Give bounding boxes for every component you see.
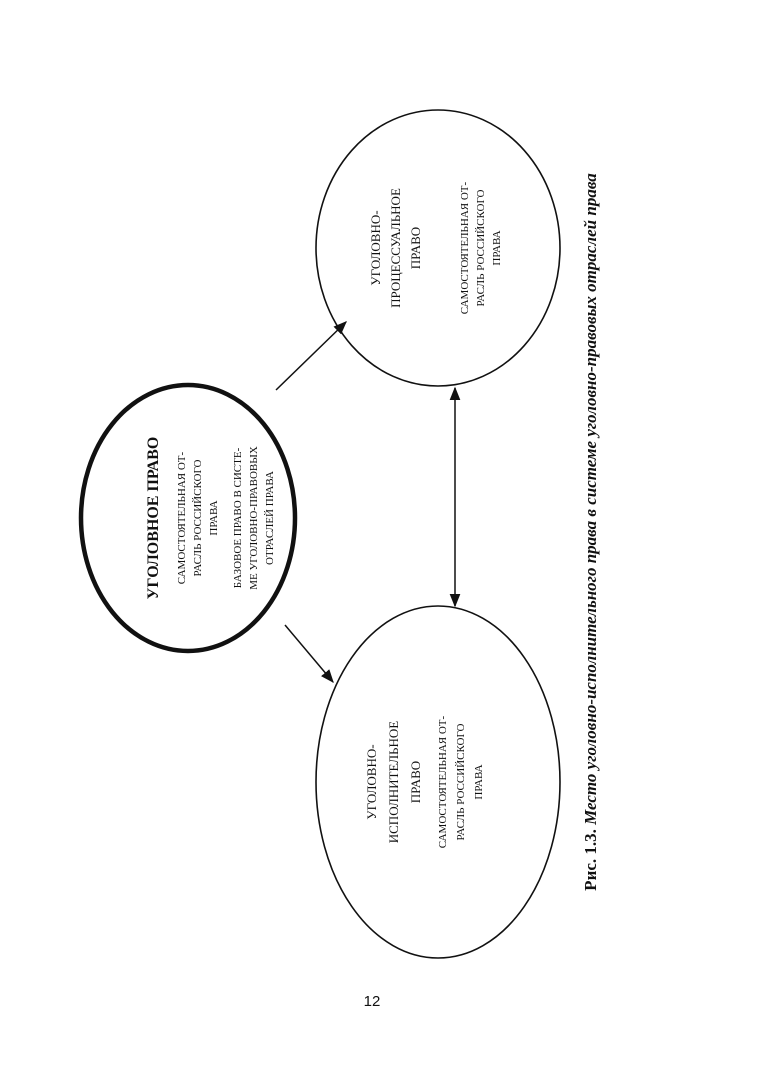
page-number: 12 <box>364 993 381 1010</box>
node-procedural-law-title: ПРОЦЕССУАЛЬНОЕ <box>388 188 403 308</box>
node-procedural-law-title: ПРАВО <box>408 227 423 269</box>
node-criminal-law-circle <box>78 382 298 654</box>
node-procedural-law-desc: САМОСТОЯТЕЛЬНАЯ ОТ- <box>459 181 471 314</box>
node-executive-law-title: УГОЛОВНО- <box>364 744 379 819</box>
node-procedural-law-title: УГОЛОВНО- <box>368 210 383 285</box>
node-procedural-law-circle <box>315 109 561 387</box>
node-criminal-law-desc: МЕ УГОЛОВНО-ПРАВОВЫХ <box>248 446 260 590</box>
node-criminal-law-desc: РАСЛЬ РОССИЙСКОГО <box>192 459 204 576</box>
node-procedural-law-desc: ПРАВА <box>491 230 503 265</box>
node-executive-law-desc: САМОСТОЯТЕЛЬНАЯ ОТ- <box>437 715 449 848</box>
node-executive-law-title: ПРАВО <box>408 761 423 803</box>
node-criminal-law-title: УГОЛОВНОЕ ПРАВО <box>145 437 162 600</box>
node-criminal-law-desc: БАЗОВОЕ ПРАВО В СИСТЕ- <box>232 447 244 588</box>
figure-caption-text: Место уголовно-исполнительного права в с… <box>581 173 600 826</box>
node-executive-law-desc: ПРАВА <box>473 764 485 799</box>
node-procedural-law-desc: РАСЛЬ РОССИЙСКОГО <box>475 189 487 306</box>
node-criminal-law-desc: ПРАВА <box>208 500 220 535</box>
node-executive-law-title: ИСПОЛНИТЕЛЬНОЕ <box>386 721 401 844</box>
node-executive-law-desc: РАСЛЬ РОССИЙСКОГО <box>455 723 467 840</box>
arrow-to-executive <box>284 624 334 684</box>
arrow-to-procedural <box>275 321 347 391</box>
node-criminal-law-desc: ОТРАСЛЕЙ ПРАВА <box>264 471 276 565</box>
node-executive-law-circle <box>315 605 561 959</box>
figure-caption-label: Рис. 1.3. <box>581 825 600 891</box>
node-criminal-law-desc: САМОСТОЯТЕЛЬНАЯ ОТ- <box>176 451 188 584</box>
figure-caption: Рис. 1.3. Место уголовно-исполнительного… <box>581 173 600 891</box>
